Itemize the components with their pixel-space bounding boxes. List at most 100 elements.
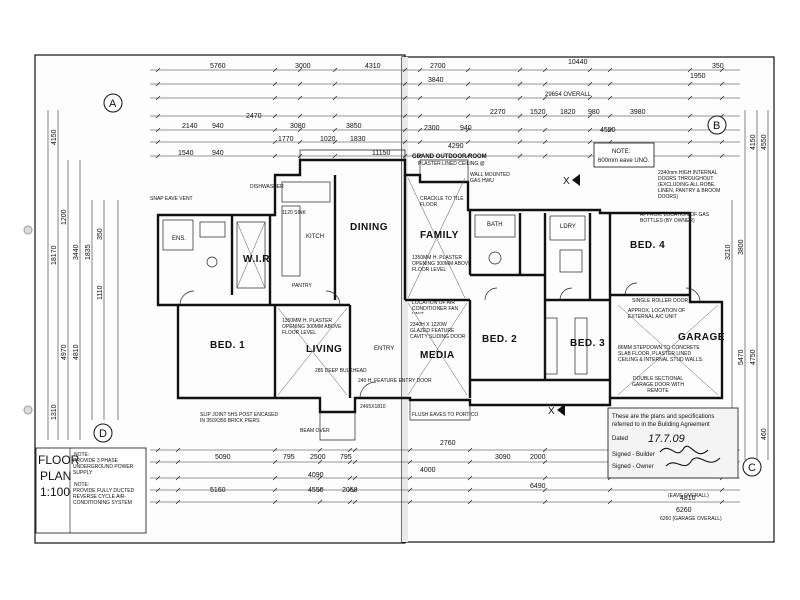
dimension-tick (272, 95, 278, 101)
dim-left-9: 1110 (97, 285, 104, 300)
dim-right-1: 4150 (750, 134, 757, 150)
dimension-tick (317, 475, 323, 481)
dimension-tick (517, 127, 523, 133)
dimension-tick (587, 127, 593, 133)
dimension-tick (587, 95, 593, 101)
dimension-tick (542, 113, 548, 119)
dim-row2-2: 940 (212, 123, 224, 130)
dimension-tick (272, 153, 278, 159)
dimension-tick (332, 81, 338, 87)
dim-bottom-5: 2760 (440, 440, 456, 447)
room-entry: ENTRY (374, 346, 394, 352)
building-outline (156, 149, 724, 441)
dim-top-4: 3840 (428, 77, 444, 84)
section-x-top-icon: X (563, 176, 570, 187)
dimension-tick (607, 81, 613, 87)
top-dimension-lines (150, 67, 740, 159)
note-aircon-return: LOCATION OF AIR CONDITIONER FAN UNIT (412, 300, 458, 314)
note-grand-outdoor-sub: PLASTER LINED CEILING @ (418, 161, 485, 167)
dimension-tick (467, 487, 473, 493)
note1-text: PROVIDE 3 PHASE UNDERGROUND POWER SUPPLY (73, 458, 133, 476)
dimension-tick (347, 487, 353, 493)
dimension-tick (465, 113, 471, 119)
dim-left-5: 1310 (51, 404, 58, 420)
dimension-tick (317, 487, 323, 493)
dimension-tick (542, 81, 548, 87)
dimension-tick (175, 459, 181, 465)
dimension-tick (719, 95, 725, 101)
dim-row2-8: 1820 (560, 109, 576, 116)
room-kitchen: KITCH (306, 234, 324, 240)
dimension-tick (417, 67, 423, 73)
room-family: FAMILY (420, 230, 459, 241)
dimension-tick (687, 81, 693, 87)
dimension-tick (332, 95, 338, 101)
dimension-tick (317, 447, 323, 453)
room-bed2: BED. 2 (482, 334, 517, 345)
dimension-tick (272, 81, 278, 87)
note1-label: NOTE: (74, 452, 89, 458)
dim-top-3: 4310 (365, 63, 381, 70)
dimension-tick (155, 447, 161, 453)
room-bed1: BED. 1 (210, 340, 245, 351)
dimension-tick (417, 81, 423, 87)
dimension-tick (607, 67, 613, 73)
title-scale: 1:100 (40, 485, 70, 499)
dimension-tick (402, 67, 408, 73)
note-void: 2465X1810 (360, 404, 386, 410)
dimension-tick (467, 459, 473, 465)
dimension-tick (175, 475, 181, 481)
dimension-tick (155, 153, 161, 159)
dimension-tick (465, 95, 471, 101)
note-sink: 1120 SINK (282, 210, 306, 216)
dimension-tick (332, 67, 338, 73)
dimension-tick (542, 127, 548, 133)
dimension-tick (517, 139, 523, 145)
note-dishwasher: DISHWASHER (250, 184, 284, 190)
room-ens: ENS. (172, 236, 186, 242)
dimension-tick (175, 499, 181, 505)
dim-right-5: 4750 (750, 349, 757, 365)
dim-bottom-1: 5090 (215, 454, 231, 461)
dim-left-2: 4970 (61, 344, 68, 360)
dimension-tick (607, 113, 613, 119)
dim-right-2: 4550 (761, 134, 768, 150)
dimension-tick (272, 113, 278, 119)
dimension-tick (352, 487, 358, 493)
room-garage: GARAGE (678, 332, 725, 343)
dimension-tick (332, 127, 338, 133)
section-markers: X X (548, 174, 580, 417)
binder-hole (23, 225, 33, 235)
section-x-bottom-icon: X (548, 406, 555, 417)
dimension-tick (467, 499, 473, 505)
dim-top-8: 350 (712, 63, 724, 70)
dimension-tick (407, 459, 413, 465)
dimension-tick (417, 139, 423, 145)
note2-text: PROVIDE FULLY DUCTED REVERSE CYCLE AIR-C… (73, 488, 134, 506)
dimension-tick (297, 113, 303, 119)
dimension-tick (417, 95, 423, 101)
dimension-tick (687, 127, 693, 133)
dimension-tick (719, 499, 725, 505)
room-bed4: BED. 4 (630, 240, 665, 251)
note-garage-door: DOUBLE SECTIONAL GARAGE DOOR WITH REMOTE (632, 376, 684, 394)
dimension-tick (417, 113, 423, 119)
owner-signature-icon (665, 457, 721, 467)
dim-row3-6: 11150 (372, 150, 391, 157)
room-living: LIVING (306, 344, 342, 355)
dimension-tick (687, 95, 693, 101)
dimension-tick (332, 153, 338, 159)
dimension-tick (465, 67, 471, 73)
dim-row3-2: 940 (212, 150, 224, 157)
agreement-stamp: These are the plans and specifications r… (607, 407, 739, 479)
dim-left-3: 4810 (73, 344, 80, 360)
note-ac-unit: APPROX. LOCATION OF EXTERNAL A/C UNIT (628, 308, 685, 320)
dim-row2-12: 980 (588, 109, 600, 116)
dim-left-7: 1835 (85, 244, 92, 260)
dimension-tick (155, 475, 161, 481)
note-gas-hwu: WALL MOUNTED GAS HWU (470, 172, 510, 184)
dim-left-8: 350 (97, 228, 104, 240)
note-beam-over: BEAM OVER (300, 428, 330, 434)
dimension-tick (687, 153, 693, 159)
title-block: FLOOR PLAN 1:100 NOTE: PROVIDE 3 PHASE U… (35, 447, 147, 534)
